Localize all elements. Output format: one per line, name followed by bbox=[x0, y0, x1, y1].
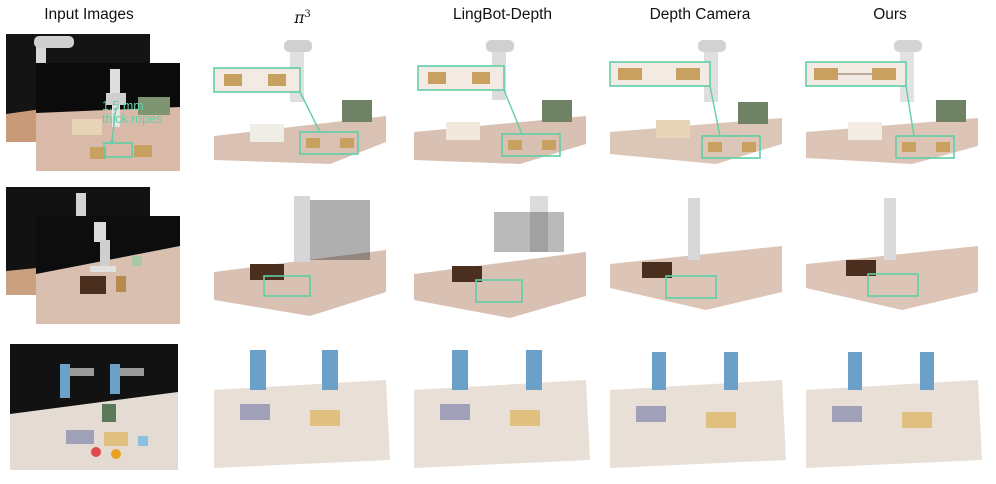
reconstruction-ours-row3 bbox=[802, 340, 982, 470]
annotation-line-2: thick ropes bbox=[102, 112, 163, 126]
reconstruction-depth-camera-row1 bbox=[606, 36, 786, 166]
column-header-lingbot: LingBot-Depth bbox=[452, 6, 553, 23]
pi-symbol: π bbox=[294, 9, 305, 28]
annotation-label: 1.5 mm thick ropes bbox=[102, 100, 162, 126]
input-image-row3 bbox=[10, 344, 178, 470]
reconstruction-pi3-row3 bbox=[210, 340, 390, 470]
reconstruction-lingbot-row3 bbox=[410, 340, 590, 470]
annotation-line-1: 1.5 mm bbox=[102, 99, 144, 113]
column-header-ours: Ours bbox=[873, 6, 907, 23]
reconstruction-lingbot-row1 bbox=[410, 36, 590, 166]
reconstruction-pi3-row1 bbox=[210, 36, 390, 166]
input-image-front-row2 bbox=[36, 216, 180, 324]
reconstruction-ours-row2 bbox=[802, 192, 982, 322]
reconstruction-ours-row1 bbox=[802, 36, 982, 166]
reconstruction-pi3-row2 bbox=[210, 192, 390, 322]
reconstruction-depth-camera-row2 bbox=[606, 192, 786, 322]
column-header-depth-camera: Depth Camera bbox=[649, 6, 751, 23]
column-header-pi3: π3 bbox=[215, 4, 390, 28]
input-image-front-row1 bbox=[36, 63, 180, 171]
pi-superscript: 3 bbox=[304, 9, 311, 20]
column-header-input: Input Images bbox=[44, 6, 134, 23]
reconstruction-depth-camera-row3 bbox=[606, 340, 786, 470]
reconstruction-lingbot-row2 bbox=[410, 192, 590, 322]
